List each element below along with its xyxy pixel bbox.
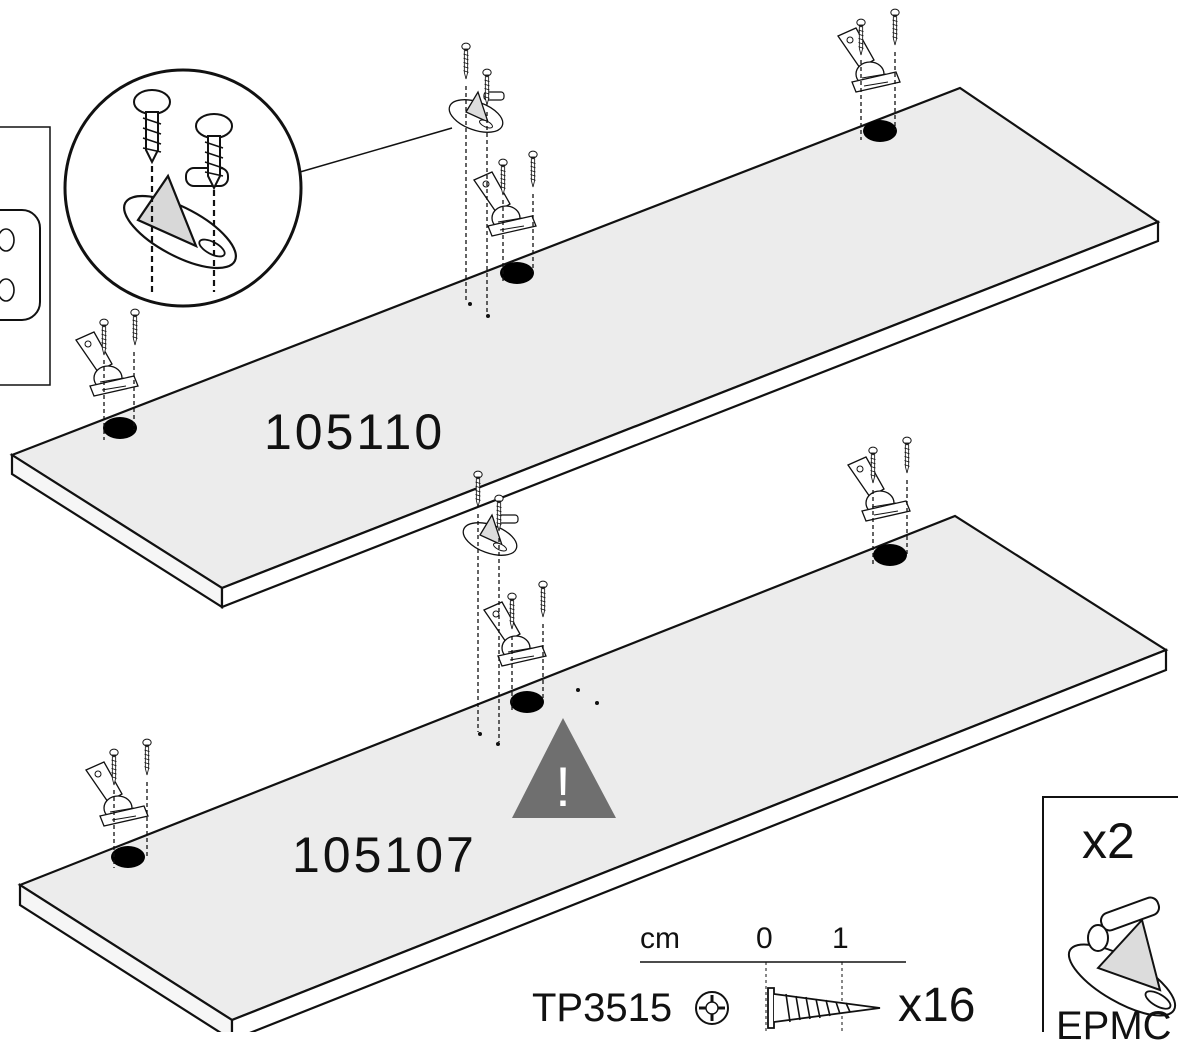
panel-105110 bbox=[9, 86, 1161, 609]
panel-105107 bbox=[17, 514, 1169, 1032]
detail-screw-icon bbox=[195, 113, 233, 191]
parts-code: EPMC bbox=[1056, 1004, 1172, 1048]
parts-quantity: x2 bbox=[1082, 813, 1135, 869]
ruler-tick-1: 1 bbox=[832, 922, 849, 955]
ruler-tick-0: 0 bbox=[756, 922, 773, 955]
panel-label-top: 105110 bbox=[264, 404, 446, 460]
detail-screw-icon bbox=[133, 89, 171, 165]
hinge-hole bbox=[510, 691, 544, 713]
pilot-dots bbox=[468, 302, 599, 746]
hinge-icon bbox=[75, 331, 139, 397]
screw-icon bbox=[890, 8, 900, 46]
hinge-icon bbox=[847, 456, 911, 522]
phillips-drive-icon bbox=[695, 991, 729, 1025]
guide-lines bbox=[103, 52, 908, 868]
stay-bracket-icon bbox=[444, 91, 508, 140]
detail-magnifier bbox=[63, 68, 453, 308]
hinge-hole bbox=[873, 544, 907, 566]
hinge-icon bbox=[483, 601, 547, 667]
screw-icon bbox=[528, 150, 538, 188]
screw-icon bbox=[538, 580, 548, 618]
hinge-hole bbox=[500, 262, 534, 284]
hinge-hole bbox=[111, 846, 145, 868]
warning-icon: ! bbox=[512, 718, 616, 818]
parts-box bbox=[1042, 796, 1178, 1032]
ruler-unit: cm bbox=[640, 922, 680, 955]
stay-bracket-icon bbox=[458, 514, 522, 563]
hinge-icon bbox=[85, 761, 149, 827]
ruler bbox=[640, 961, 906, 1032]
screw-icon bbox=[902, 436, 912, 474]
screw-quantity: x16 bbox=[898, 979, 976, 1032]
hinge-icon bbox=[837, 27, 901, 93]
panel-label-bottom: 105107 bbox=[292, 827, 477, 883]
warning-glyph: ! bbox=[555, 755, 571, 818]
hinge-hole bbox=[103, 417, 137, 439]
hinge-holes bbox=[103, 120, 907, 868]
screw-icon bbox=[461, 42, 471, 80]
hinge-hole bbox=[863, 120, 897, 142]
screw-icon bbox=[142, 738, 152, 776]
screw-icon bbox=[130, 308, 140, 346]
screw-code: TP3515 bbox=[532, 986, 673, 1030]
screw-profile-icon bbox=[767, 987, 881, 1029]
parts-bracket-icon bbox=[1067, 896, 1177, 1017]
left-detail-box bbox=[0, 126, 51, 386]
